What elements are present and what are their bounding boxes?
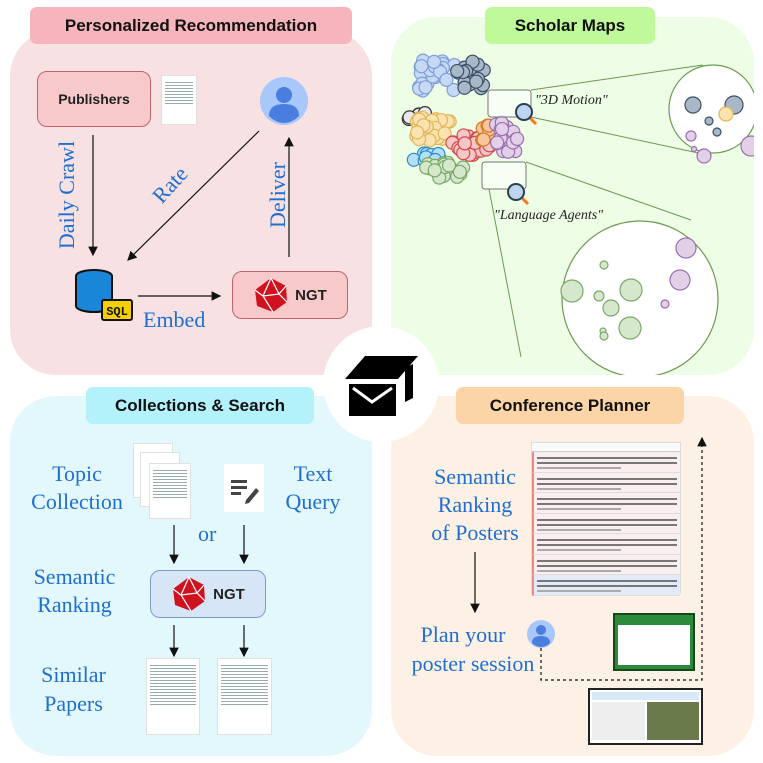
zoom-region[interactable] xyxy=(481,161,527,190)
map-point[interactable] xyxy=(457,136,472,151)
document-stack-icon xyxy=(161,75,197,125)
map-point[interactable] xyxy=(718,106,734,122)
similar-paper-2[interactable] xyxy=(217,658,272,735)
similar-papers-label: Similar Papers xyxy=(26,660,121,718)
ngt-logo-icon xyxy=(254,277,288,313)
map-point[interactable] xyxy=(452,164,467,179)
map-point[interactable] xyxy=(599,260,609,270)
map-point[interactable] xyxy=(450,63,465,79)
plan-poster-session-label: Plan your poster session xyxy=(403,620,543,678)
map-point[interactable] xyxy=(690,145,698,153)
logo-circle xyxy=(323,326,439,442)
map-point[interactable] xyxy=(476,132,491,147)
text-query-line: Text xyxy=(293,461,333,486)
similar-papers-line: Papers xyxy=(44,691,103,716)
semantic-ranking-line: Semantic xyxy=(33,564,116,589)
map-point[interactable] xyxy=(619,278,643,302)
poster-row[interactable] xyxy=(532,554,680,575)
graduation-cap-envelope-icon xyxy=(345,356,418,416)
poster-row[interactable] xyxy=(532,472,680,493)
map-point[interactable] xyxy=(669,269,691,291)
sql-badge: SQL xyxy=(106,305,128,319)
map-point[interactable] xyxy=(469,74,484,89)
text-query-line: Query xyxy=(285,489,341,514)
map-point[interactable] xyxy=(599,331,609,341)
zoom-label-3d-motion: "3D Motion" xyxy=(535,93,608,108)
map-point[interactable] xyxy=(602,299,620,317)
database-icon: SQL xyxy=(75,269,133,321)
map-point[interactable] xyxy=(696,148,712,164)
map-point[interactable] xyxy=(712,127,722,137)
poster-list-header xyxy=(532,443,680,452)
plan-label-line: poster session xyxy=(411,651,535,676)
poster-thumbnail-green[interactable] xyxy=(613,613,695,671)
map-point[interactable] xyxy=(426,54,442,69)
ranking-line: Ranking xyxy=(437,492,513,517)
map-point[interactable] xyxy=(457,80,472,95)
recommendation-title: Personalized Recommendation xyxy=(30,7,352,44)
similar-paper-1[interactable] xyxy=(146,658,200,735)
map-point[interactable] xyxy=(439,72,454,87)
ngt-label: NGT xyxy=(295,286,327,304)
user-avatar-icon xyxy=(260,77,308,125)
publishers-label: Publishers xyxy=(58,91,130,107)
poster-row[interactable] xyxy=(532,575,680,596)
ranking-of-posters-label: Semantic Ranking of Posters xyxy=(420,463,530,547)
collections-title: Collections & Search xyxy=(86,387,314,424)
document-page xyxy=(149,463,191,519)
topic-collection-label: Topic Collection xyxy=(27,460,127,516)
edit-text-icon xyxy=(224,464,264,512)
ngt-label: NGT xyxy=(213,585,245,603)
poster-row[interactable] xyxy=(532,493,680,514)
ranking-line: Semantic xyxy=(434,464,516,489)
user-avatar-icon xyxy=(527,620,555,648)
poster-row[interactable] xyxy=(532,513,680,534)
map-point[interactable] xyxy=(684,96,702,114)
deliver-label: Deliver xyxy=(265,162,290,228)
map-point[interactable] xyxy=(414,59,429,74)
ngt-box: NGT xyxy=(232,271,348,319)
map-point[interactable] xyxy=(441,158,457,173)
magnifier-icon xyxy=(515,103,538,126)
map-point[interactable] xyxy=(675,237,697,259)
map-point[interactable] xyxy=(490,135,505,150)
similar-papers-line: Similar xyxy=(41,662,106,687)
publishers-box: Publishers xyxy=(37,71,151,127)
conference-planner-title: Conference Planner xyxy=(456,387,684,424)
daily-crawl-label: Daily Crawl xyxy=(54,140,79,250)
ngt-search-box: NGT xyxy=(150,570,266,618)
map-point[interactable] xyxy=(685,130,697,142)
ranking-line: of Posters xyxy=(431,520,519,545)
scholar-maps-title: Scholar Maps xyxy=(485,7,655,44)
poster-row[interactable] xyxy=(532,534,680,555)
plan-label-line: Plan your xyxy=(420,622,506,647)
poster-thumbnail-white[interactable] xyxy=(588,688,703,745)
semantic-ranking-line: Ranking xyxy=(37,592,112,617)
map-point[interactable] xyxy=(560,279,584,303)
zoom-label-language-agents: "Language Agents" xyxy=(494,208,604,223)
map-point[interactable] xyxy=(410,125,425,140)
map-point[interactable] xyxy=(660,299,670,309)
map-point[interactable] xyxy=(509,131,525,147)
or-label: or xyxy=(198,521,217,546)
map-point[interactable] xyxy=(740,135,754,157)
magnifier-icon xyxy=(507,183,530,206)
map-point[interactable] xyxy=(593,290,605,302)
map-point[interactable] xyxy=(418,80,433,95)
map-point[interactable] xyxy=(437,126,452,141)
scholar-map-scatter[interactable] xyxy=(391,40,754,375)
topic-label-line: Topic xyxy=(52,461,102,486)
map-point[interactable] xyxy=(494,121,510,137)
topic-label-line: Collection xyxy=(31,489,123,514)
map-point[interactable] xyxy=(427,163,442,178)
text-query-label: Text Query xyxy=(273,460,353,516)
ngt-logo-icon xyxy=(172,576,206,612)
map-point[interactable] xyxy=(618,316,642,340)
semantic-ranking-label: Semantic Ranking xyxy=(22,563,127,619)
poster-ranking-list[interactable] xyxy=(531,442,681,596)
map-point[interactable] xyxy=(704,116,714,126)
poster-row[interactable] xyxy=(532,452,680,473)
embed-label: Embed xyxy=(143,307,206,332)
